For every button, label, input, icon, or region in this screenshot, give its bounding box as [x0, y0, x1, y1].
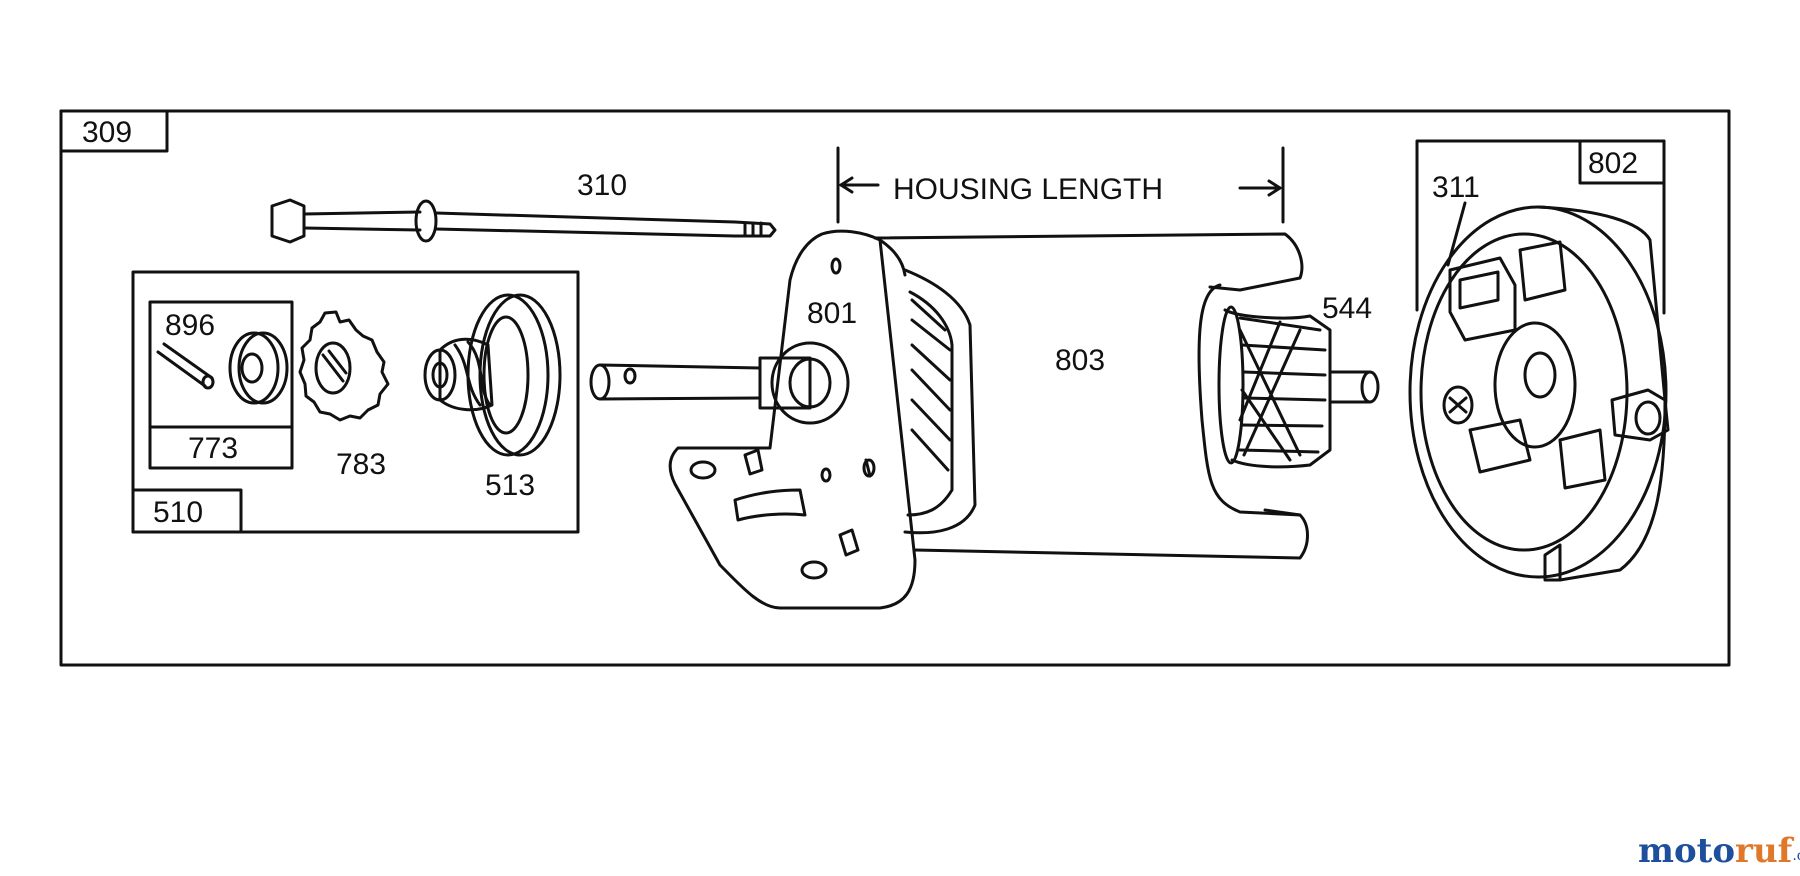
retainer-label: 773 — [188, 432, 238, 465]
housing — [873, 232, 1309, 560]
helix-label: 513 — [485, 469, 535, 502]
brush-end-cap-label-box — [1578, 139, 1666, 185]
retainer-sub-box — [148, 300, 294, 470]
drive-assembly-label-box — [131, 488, 243, 534]
drive-end-cap — [668, 229, 917, 610]
brush-leader — [1446, 201, 1467, 267]
retainer-ring — [228, 331, 289, 405]
drive-assembly-label: 510 — [153, 496, 203, 529]
brush-end-cap — [1408, 139, 1670, 582]
drive-assembly-box — [131, 270, 580, 534]
helix — [423, 293, 562, 457]
assembly-label-box — [59, 109, 169, 153]
pinion-gear-label: 783 — [336, 448, 386, 481]
assembly-frame — [59, 109, 1731, 667]
svg-text:motoruf.de: motoruf.de — [1638, 831, 1800, 871]
roll-pin — [156, 342, 215, 390]
thru-bolt — [270, 198, 777, 244]
roll-pin-label: 896 — [165, 309, 215, 342]
armature-label: 544 — [1322, 292, 1372, 325]
thru-bolt-label: 310 — [577, 169, 627, 202]
housing-length-dimension — [836, 146, 1285, 224]
pinion-gear — [298, 310, 390, 422]
brush-end-cap-label: 802 — [1588, 147, 1638, 180]
drive-shaft — [589, 341, 850, 425]
field-coil — [903, 268, 977, 535]
assembly-label: 309 — [82, 116, 132, 149]
watermark-logo: motoruf.de — [1638, 831, 1800, 871]
armature — [1217, 305, 1380, 469]
brush-label: 311 — [1432, 171, 1480, 204]
housing-label: 803 — [1055, 344, 1105, 377]
housing-length-label: HOUSING LENGTH — [893, 173, 1163, 206]
drive-end-cap-label: 801 — [807, 297, 857, 330]
